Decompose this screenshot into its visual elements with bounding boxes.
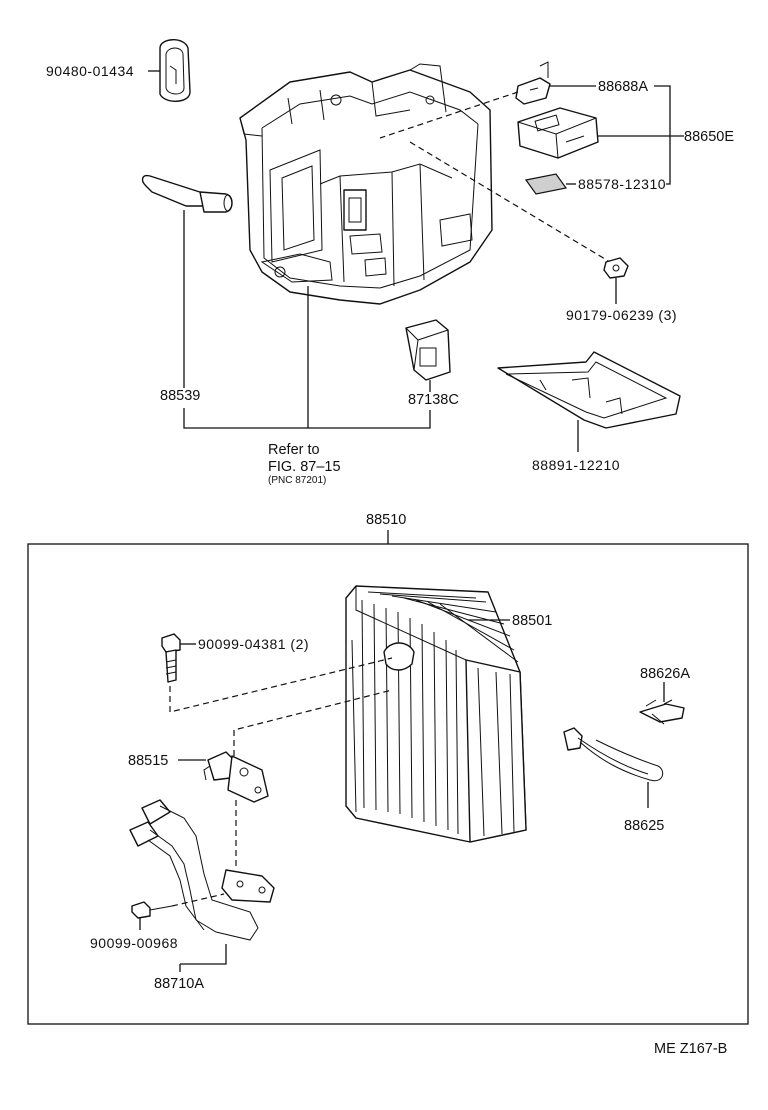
label-90099-04381: 90099-04381 (2) xyxy=(198,636,309,652)
bracket-88710A xyxy=(180,944,227,965)
dash-valve-to-core xyxy=(233,689,393,756)
dash-screw-to-housing xyxy=(409,141,611,263)
bracket-88650E-group xyxy=(654,85,671,185)
label-90480-01434: 90480-01434 xyxy=(46,63,134,79)
thermistor-88625[interactable] xyxy=(563,727,664,782)
label-refer-fig: FIG. 87–15 xyxy=(268,459,341,475)
expansion-valve-88515[interactable] xyxy=(203,751,269,803)
grommet-90480-01434[interactable] xyxy=(159,39,191,102)
label-88891-12210: 88891-12210 xyxy=(532,457,620,473)
label-90179-06239: 90179-06239 (3) xyxy=(566,307,677,323)
assembly-box-88510 xyxy=(27,543,749,1025)
connector-87138C[interactable] xyxy=(405,319,451,381)
bolt-90099-04381[interactable] xyxy=(161,633,181,683)
figure-code: ME Z167-B xyxy=(654,1041,727,1057)
tube-88710A[interactable] xyxy=(129,799,275,941)
label-88515: 88515 xyxy=(128,753,168,769)
dash-screw-to-tube xyxy=(171,893,225,907)
cover-88891-12210[interactable] xyxy=(497,351,681,429)
label-88710A: 88710A xyxy=(154,976,204,992)
label-88510: 88510 xyxy=(366,512,406,528)
label-88650E: 88650E xyxy=(684,129,734,145)
hose-88539[interactable] xyxy=(141,174,233,213)
evaporator-housing-unit[interactable] xyxy=(239,63,493,305)
label-88625: 88625 xyxy=(624,818,664,834)
label-refer-pnc: (PNC 87201) xyxy=(268,475,326,486)
screw-90099-00968[interactable] xyxy=(131,901,173,919)
screw-90179-06239[interactable] xyxy=(603,257,629,279)
bracket-refer xyxy=(183,408,431,429)
label-88578-12310: 88578-12310 xyxy=(578,176,666,192)
dash-bolt-to-core xyxy=(169,657,393,713)
label-87138C: 87138C xyxy=(408,392,459,408)
clip-88688A[interactable] xyxy=(515,61,551,105)
pad-88578-12310[interactable] xyxy=(524,173,568,195)
label-90099-00968: 90099-00968 xyxy=(90,935,178,951)
clip-88626A[interactable] xyxy=(639,699,685,725)
amplifier-88650E[interactable] xyxy=(517,107,599,159)
label-88688A: 88688A xyxy=(598,79,648,95)
label-88626A: 88626A xyxy=(640,666,690,682)
label-refer-to: Refer to xyxy=(268,442,320,458)
dash-clip-to-housing xyxy=(379,91,519,139)
evaporator-core-88501[interactable] xyxy=(345,585,527,843)
label-88501: 88501 xyxy=(512,613,552,629)
label-88539: 88539 xyxy=(160,388,200,404)
